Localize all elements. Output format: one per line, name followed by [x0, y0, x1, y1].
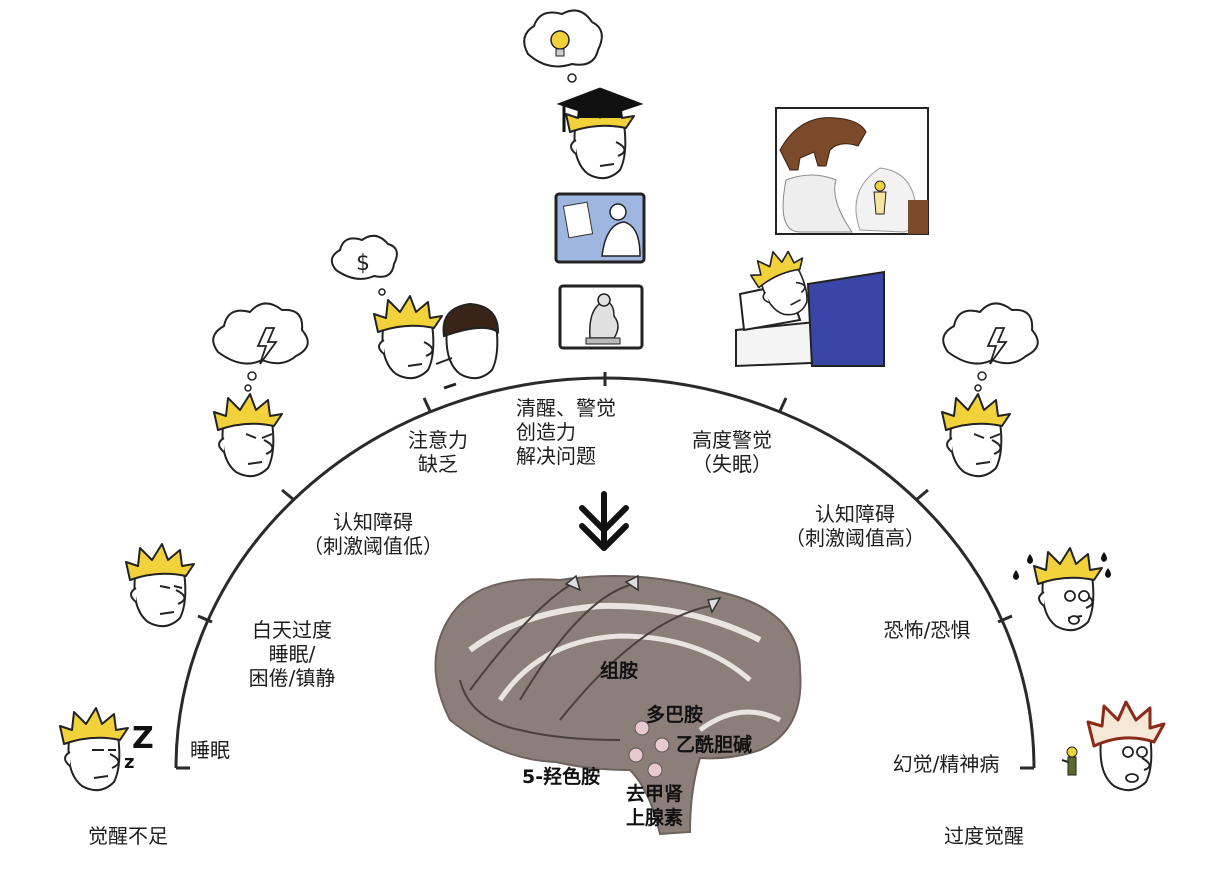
- label-dopamine: 多巴胺: [646, 704, 704, 726]
- sleepless-bed-icon: [735, 242, 885, 368]
- label-under-arousal: 觉醒不足: [88, 824, 168, 848]
- hallucination-face-icon: [1086, 700, 1166, 792]
- thinker-statue-icon: [558, 284, 644, 350]
- label-cognitive-low: 认知障碍 （刺激阈值低）: [303, 510, 443, 558]
- label-norepinephrine: 去甲肾 上腺素: [626, 783, 684, 829]
- worried-face-icon: [941, 393, 1011, 478]
- label-cognitive-high: 认知障碍 （刺激阈值高）: [785, 502, 925, 550]
- drowsy-face-icon: [125, 543, 195, 628]
- sleeping-face-icon: [59, 707, 129, 792]
- tiny-figure-icon: [1061, 746, 1078, 776]
- dark-haired-face: [435, 302, 500, 390]
- money-cloud: $: [330, 234, 398, 280]
- label-histamine: 组胺: [600, 660, 639, 682]
- money-thought-faces-icon: [373, 295, 443, 380]
- svg-text:$: $: [356, 251, 370, 276]
- idea-cloud: [523, 9, 603, 68]
- stormy-thought-face-icon: [213, 393, 283, 478]
- label-over-arousal: 过度觉醒: [944, 824, 1024, 848]
- label-fear: 恐怖/恐惧: [883, 618, 971, 642]
- graduate-idea-face-icon: [556, 87, 644, 180]
- down-arrow-icon: [579, 491, 629, 551]
- label-sleep: 睡眠: [190, 738, 230, 762]
- doctor-clipboard-icon: [554, 192, 646, 264]
- svg-text:Z: Z: [132, 721, 154, 756]
- brain-sagittal-icon: [434, 574, 802, 836]
- sweating-fearful-face-icon: [1033, 547, 1103, 632]
- stormy-cloud-left: [212, 302, 309, 365]
- arc-ticks: [176, 372, 1034, 770]
- label-acetylcholine: 乙酰胆碱: [676, 734, 753, 756]
- label-attention: 注意力 缺乏: [408, 428, 468, 476]
- sweat-drops: [1013, 552, 1111, 580]
- label-serotonin: 5-羟色胺: [522, 766, 601, 788]
- stormy-cloud-right: [942, 302, 1039, 365]
- label-psychosis: 幻觉/精神病: [892, 752, 1000, 776]
- svg-text:z: z: [124, 752, 134, 773]
- zzz-icon: Z z: [124, 721, 154, 773]
- label-alert: 清醒、警觉 创造力 解决问题: [516, 396, 616, 468]
- label-daytime-sleepiness: 白天过度 睡眠/ 困倦/镇静: [248, 618, 336, 690]
- dinosaur-nightmare-icon: [775, 107, 929, 235]
- label-hyperalert: 高度警觉 （失眠）: [692, 428, 772, 476]
